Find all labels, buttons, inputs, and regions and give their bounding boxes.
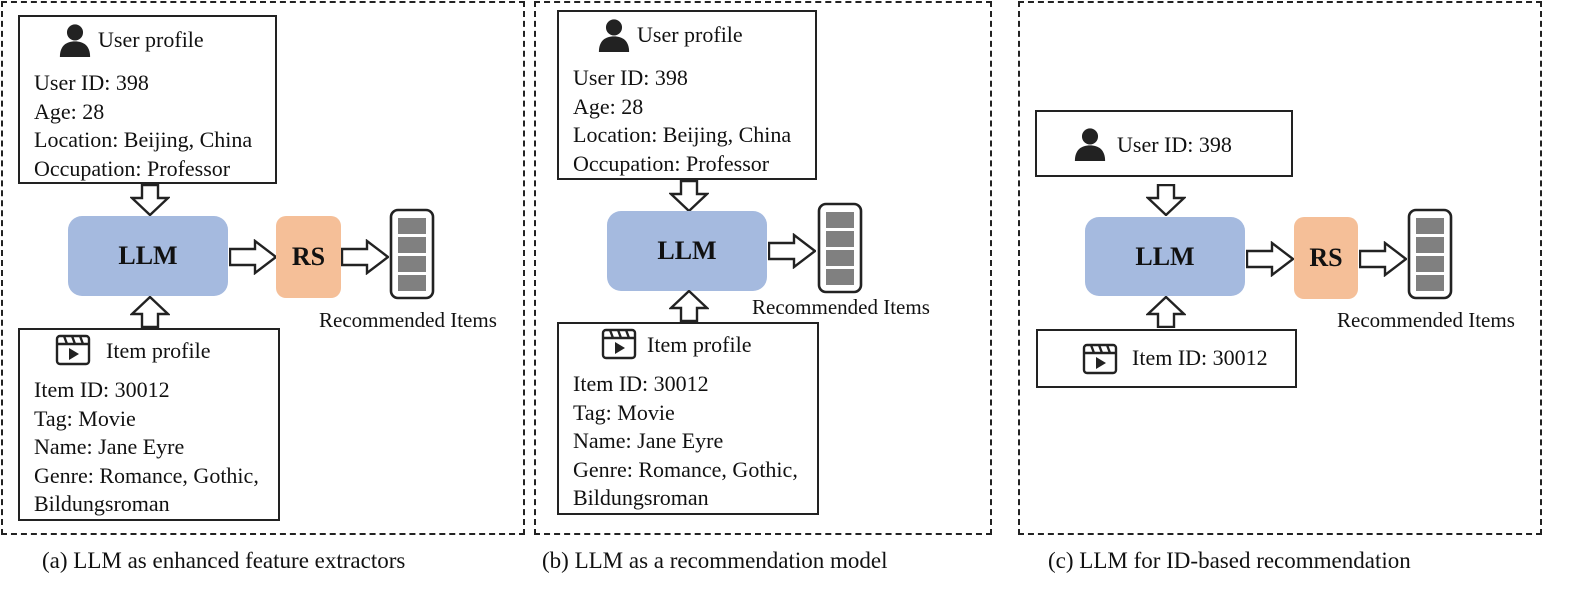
recommended-items-label: Recommended Items (319, 308, 497, 332)
item-profile-title: Item profile (647, 332, 752, 357)
item-profile-box: Item profile Item ID: 30012 Tag: Movie N… (557, 322, 819, 515)
caption-c: (c) LLM for ID-based recommendation (1048, 548, 1411, 573)
arrow-right-icon (768, 233, 816, 269)
arrow-up-icon (1146, 296, 1186, 328)
caption-b: (b) LLM as a recommendation model (542, 548, 888, 573)
item-field: Bildungsroman (34, 491, 170, 516)
user-field: Occupation: Professor (573, 150, 770, 176)
arrow-up-icon (669, 290, 709, 322)
item-field: Item ID: 30012 (573, 371, 709, 396)
arrow-down-icon (1146, 184, 1186, 216)
llm-block: LLM (1085, 217, 1245, 296)
item-field: Name: Jane Eyre (34, 434, 185, 459)
arrow-up-icon (130, 296, 170, 328)
user-field: Location: Beijing, China (573, 122, 792, 147)
item-profile-fields: Item ID: 30012 Tag: Movie Name: Jane Eyr… (573, 370, 798, 513)
arrow-right-icon (229, 239, 277, 275)
item-field: Tag: Movie (573, 399, 675, 425)
recommended-items-icon (817, 202, 863, 294)
panel-b (534, 1, 992, 535)
item-field: Item ID: 30012 (34, 377, 170, 402)
arrow-down-icon (130, 184, 170, 216)
item-profile-box: Item profile Item ID: 30012 Tag: Movie N… (18, 328, 280, 521)
person-icon (1073, 127, 1107, 161)
film-clapper-icon (1082, 343, 1118, 375)
user-field: User ID: 398 (34, 70, 149, 95)
llm-block: LLM (68, 216, 228, 296)
user-id-text: User ID: 398 (1117, 132, 1232, 157)
user-field: Occupation: Professor (34, 155, 231, 181)
user-field: User ID: 398 (573, 65, 688, 90)
panel-c (1018, 1, 1542, 535)
user-profile-box: User profile User ID: 398 Age: 28 Locati… (557, 10, 817, 180)
item-profile-title: Item profile (106, 338, 211, 363)
film-clapper-icon (55, 334, 91, 366)
person-icon (597, 18, 631, 52)
recommended-items-icon (389, 208, 435, 300)
item-field: Genre: Romance, Gothic, (34, 462, 259, 488)
item-profile-fields: Item ID: 30012 Tag: Movie Name: Jane Eyr… (34, 376, 259, 519)
user-field: Location: Beijing, China (34, 127, 253, 152)
item-field: Tag: Movie (34, 405, 136, 431)
user-profile-fields: User ID: 398 Age: 28 Location: Beijing, … (573, 64, 791, 178)
user-field: Age: 28 (573, 93, 644, 119)
user-profile-box: User profile User ID: 398 Age: 28 Locati… (18, 15, 277, 184)
person-icon (58, 23, 92, 57)
item-id-box: Item ID: 30012 (1036, 329, 1297, 388)
user-profile-fields: User ID: 398 Age: 28 Location: Beijing, … (34, 69, 252, 183)
llm-block: LLM (607, 211, 767, 291)
user-profile-title: User profile (637, 22, 743, 47)
rs-block: RS (276, 216, 341, 298)
recommended-items-label: Recommended Items (752, 295, 930, 319)
film-clapper-icon (601, 328, 637, 360)
item-field: Bildungsroman (573, 485, 709, 510)
user-id-box: User ID: 398 (1035, 110, 1293, 177)
arrow-right-icon (1246, 241, 1294, 277)
caption-a: (a) LLM as enhanced feature extractors (42, 548, 406, 573)
arrow-down-icon (669, 180, 709, 212)
arrow-right-icon (341, 239, 389, 275)
user-field: Age: 28 (34, 98, 105, 124)
arrow-right-icon (1359, 241, 1407, 277)
recommended-items-label: Recommended Items (1337, 308, 1515, 332)
panel-a (1, 1, 525, 535)
user-profile-title: User profile (98, 27, 204, 52)
item-field: Genre: Romance, Gothic, (573, 456, 798, 482)
recommended-items-icon (1407, 208, 1453, 300)
item-id-text: Item ID: 30012 (1132, 345, 1268, 370)
rs-block: RS (1294, 217, 1358, 299)
item-field: Name: Jane Eyre (573, 428, 724, 453)
